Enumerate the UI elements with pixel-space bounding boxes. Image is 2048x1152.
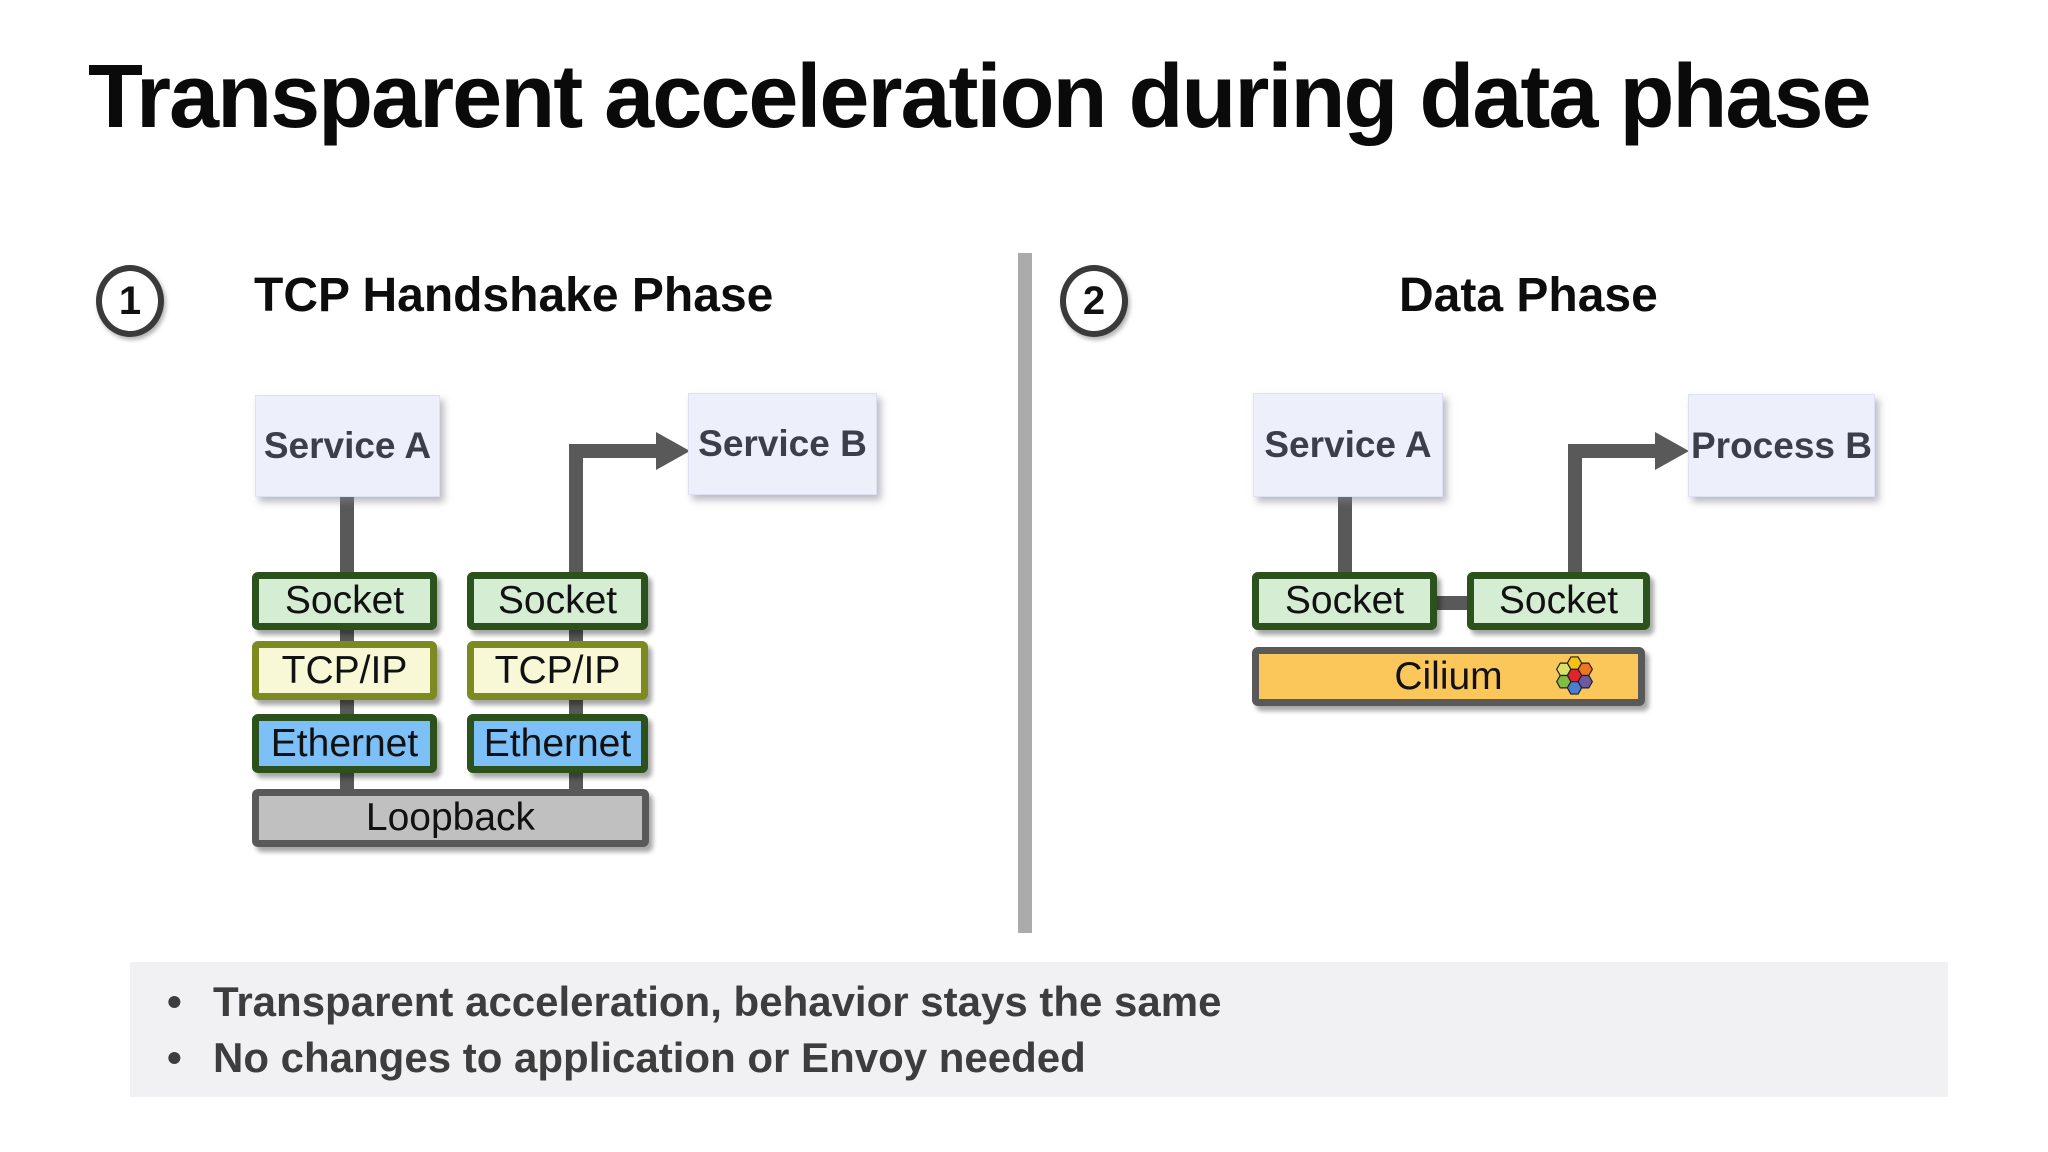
socket-box-right-col2: Socket — [1467, 572, 1650, 630]
cilium-box: Cilium — [1252, 647, 1645, 706]
loopback-box: Loopback — [252, 789, 649, 847]
connector-arrow-horizontal-left — [569, 444, 663, 458]
arrowhead-to-process-b — [1655, 432, 1689, 470]
bullet-item: Transparent acceleration, behavior stays… — [165, 974, 1948, 1030]
ethernet-box-left-col1: Ethernet — [252, 714, 437, 773]
service-a-box-left: Service A — [255, 395, 440, 497]
service-b-box: Service B — [688, 393, 877, 495]
connector-arrow-vertical-right — [1568, 444, 1582, 590]
bullet-item: No changes to application or Envoy neede… — [165, 1030, 1948, 1086]
right-panel-heading: Data Phase — [1399, 269, 1658, 322]
step-2-number: 2 — [1082, 278, 1106, 323]
socket-box-left-col2: Socket — [467, 572, 648, 630]
socket-box-right-col1: Socket — [1252, 572, 1437, 630]
connector-socket-to-socket — [1428, 596, 1474, 610]
connector-arrow-horizontal-right — [1568, 444, 1663, 458]
left-panel-heading: TCP Handshake Phase — [254, 269, 774, 322]
connector-serviceA-socket-right — [1338, 495, 1352, 590]
step-2-badge: 2 — [1060, 265, 1128, 337]
socket-box-left-col1: Socket — [252, 572, 437, 630]
ethernet-box-left-col2: Ethernet — [467, 714, 648, 773]
process-b-box: Process B — [1688, 394, 1875, 497]
step-1-number: 1 — [118, 278, 142, 323]
summary-panel: Transparent acceleration, behavior stays… — [130, 962, 1948, 1097]
tcpip-box-left-col2: TCP/IP — [467, 641, 648, 700]
cilium-logo-icon — [1551, 652, 1598, 699]
step-1-badge: 1 — [96, 265, 164, 337]
summary-bullet-list: Transparent acceleration, behavior stays… — [165, 974, 1948, 1086]
panel-divider — [1018, 253, 1032, 933]
arrowhead-to-service-b — [656, 432, 690, 470]
service-a-box-right: Service A — [1253, 393, 1443, 497]
tcpip-box-left-col1: TCP/IP — [252, 641, 437, 700]
page-title: Transparent acceleration during data pha… — [88, 47, 1872, 147]
